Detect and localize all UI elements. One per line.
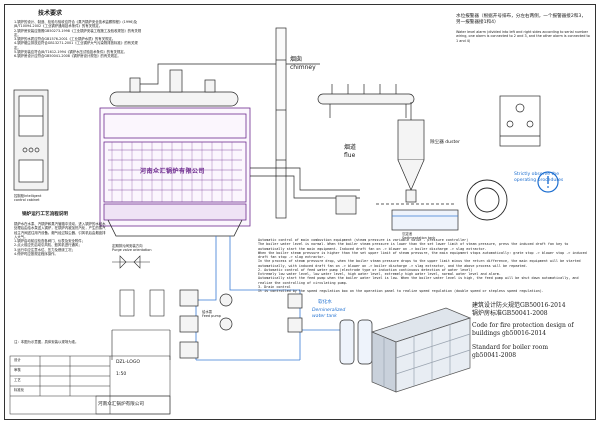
- duster: [397, 102, 425, 203]
- observe-procedures-label: Strictly observe the operating procedure…: [514, 172, 564, 183]
- water-tank: [370, 307, 472, 393]
- title-block-row-1: 设计: [14, 358, 21, 362]
- softener-tanks: [339, 319, 373, 365]
- title-block-company: 河南众汇锅炉有限公司: [98, 402, 144, 407]
- warning-icon: [537, 171, 559, 193]
- sheet-border: [4, 4, 596, 420]
- chimney: [275, 27, 287, 219]
- title-block-drawing-no: DZL-LOGO: [116, 360, 141, 365]
- chimney-label-en: chimney: [290, 64, 316, 71]
- flue-duct: [250, 167, 360, 215]
- valve-detail: [111, 255, 171, 360]
- fire-code-cn: 建筑设计防火规范GB50016-2014 锅炉房标准GB50041-2008: [472, 302, 566, 317]
- steam-header: [317, 84, 415, 118]
- valve-note: 定期排污阀安装方向 Purge valve orientation: [112, 244, 152, 253]
- water-level-alarm: [499, 95, 541, 147]
- flue-label-en: flue: [344, 152, 356, 159]
- steam-drum: [109, 63, 320, 107]
- title-block-row-2: 审核: [14, 368, 21, 372]
- sedimentation-label: 沉淀池 Sedimentation tank: [402, 232, 436, 241]
- duster-label: 除尘器 duster: [430, 140, 460, 145]
- title-block-scale: 1:50: [116, 372, 127, 377]
- alarm-note-cn: 水位报警器（根据开号排布，分左右两侧，一个报警器接2和3，另一报警器接1和4）: [456, 14, 586, 25]
- requirements-text: 1.锅炉的设计、制造、检验与验收应符合《蒸汽锅炉安全技术监察规程》(1996)及…: [14, 20, 142, 58]
- flue-label-cn: 烟道: [344, 144, 357, 151]
- process-note-body: 锅炉水在水泵、汽锅炉和蒸汽管路中流动，进入锅炉的水经水处理后由给水泵送入锅炉，在…: [14, 222, 106, 256]
- boiler-room-standard: Standard for boiler room gb50041-2008: [472, 344, 549, 359]
- control-note: Automatic control of main combustion equ…: [258, 238, 587, 293]
- chimney-label-cn: 烟囱: [290, 56, 303, 63]
- feed-pump-label: 给水泵 Feed pump: [202, 310, 221, 319]
- softened-water-cn: 软化水: [318, 300, 332, 305]
- fire-code-en: Code for fire protection design of build…: [472, 322, 574, 337]
- alarm-note-en: Water level alarm (divided into left and…: [456, 30, 590, 43]
- process-note-title: 锅炉运行工艺流程说明: [22, 212, 68, 217]
- requirements-title: 技术要求: [38, 10, 63, 17]
- control-cabinet-label: 控制柜Intelligent control cabinet: [14, 194, 42, 203]
- title-block-row-3: 工艺: [14, 378, 21, 382]
- boiler-body: [99, 107, 251, 237]
- title-block-row-4: 标准化: [14, 388, 25, 392]
- feed-pumps: [179, 289, 303, 359]
- process-note-footer: 注：本图为示意图，具体安装以现场为准。: [14, 340, 79, 344]
- control-cabinet: [13, 89, 49, 191]
- title-block: [9, 355, 171, 415]
- flange-ring: [466, 179, 508, 221]
- softened-water-en: Demineralized water tank: [312, 308, 346, 319]
- sedimentation-tank: [376, 203, 459, 231]
- watermark-label: 河南众汇锅炉有限公司: [140, 168, 206, 175]
